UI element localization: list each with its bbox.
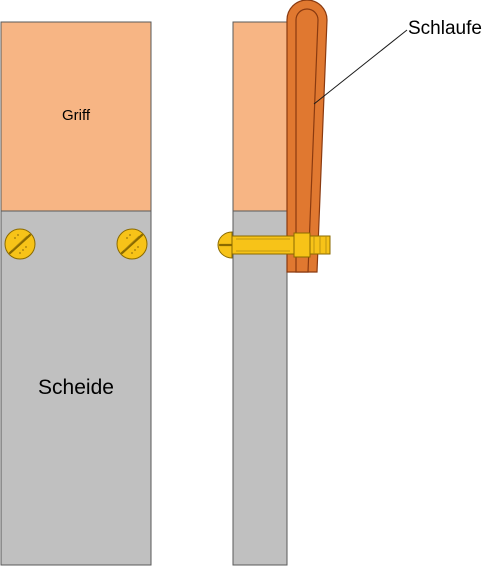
belt-loop-inner (295, 8, 319, 273)
front-sheath (0, 210, 152, 566)
front-view: Griff Scheide (0, 21, 152, 566)
sheath-label: Scheide (38, 376, 114, 399)
side-sheath (232, 210, 288, 566)
loop-label: Schlaufe (408, 18, 482, 39)
belt-loop (286, 0, 328, 273)
side-screw-icon (217, 231, 331, 259)
side-handle (232, 21, 288, 212)
handle-label: Griff (62, 107, 91, 124)
side-view: Schlaufe (217, 0, 482, 566)
screw-head-right-icon (116, 228, 148, 260)
screw-head-left-icon (4, 228, 36, 260)
loop-leader-line (313, 29, 408, 105)
front-handle (0, 21, 152, 212)
